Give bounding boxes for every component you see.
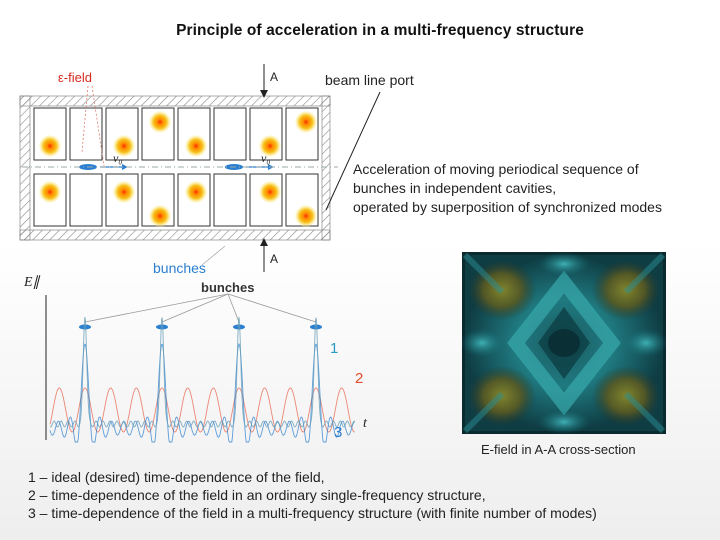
efield-spot [295,111,317,133]
bottom-wall [19,229,331,241]
description: Acceleration of moving periodical sequen… [353,160,662,217]
legend: 1 – ideal (desired) time-dependence of t… [28,468,597,522]
cavity-upper-5 [213,107,247,161]
bunches-leader [201,245,226,266]
efield-leader-1 [81,85,89,153]
efield-spot [259,181,281,203]
legend-item-3: 3 – time-dependence of the field in a mu… [28,505,597,521]
plot-bunches [79,324,322,330]
velocity-label-right: v₀ [261,151,271,165]
curve-1-label: 1 [330,340,339,357]
cavity-cells [33,107,319,227]
cross-section-image [462,252,666,434]
left-wall [19,95,31,241]
page-title: Principle of acceleration in a multi-fre… [176,22,584,39]
description-line-3: operated by superposition of synchronize… [353,199,662,215]
efield-spot [113,135,135,157]
plot-bunch-leader-2 [161,293,229,323]
efield-spot [39,181,61,203]
plot-bunch-3 [233,324,245,330]
efield-spot [185,181,207,203]
plane-a-bottom-label: A [270,252,279,266]
plot-bunch-2 [156,324,168,330]
plot-bunch-leader-3 [227,293,240,323]
x-axis-label: t [363,416,367,431]
plot-bunch-1 [79,324,91,330]
efield-spot [295,205,317,227]
plot-bunch-leader-4 [227,293,317,323]
curve-2-single-frequency [49,387,355,433]
y-axis-label: E∥ [24,275,40,290]
bunch-leaders [84,293,317,323]
description-line-1: Acceleration of moving periodical sequen… [353,161,639,177]
curve-1-ideal [49,316,356,428]
plot-bunch-leader-1 [84,293,229,323]
bunches-label-plot: bunches [201,280,255,295]
right-wall [321,95,331,241]
plane-a-top-label: A [270,70,279,84]
top-wall [19,95,331,107]
efield-leader-2 [91,85,105,167]
efield-spot [149,111,171,133]
efield-label: ε-field [58,70,92,85]
curve-2-label: 2 [355,370,364,387]
plane-a-bottom-arrowhead [260,238,268,246]
cross-section-caption: E-field in A-A cross-section [481,442,636,457]
velocity-arrowhead [122,164,128,170]
cavity-structure-diagram [19,64,381,272]
efield-spot [149,205,171,227]
curve-3-label: 3 [334,424,343,441]
velocity-label-left: v₀ [113,151,123,165]
legend-item-1: 1 – ideal (desired) time-dependence of t… [28,469,325,485]
efield-spot [39,135,61,157]
cavity-lower-1 [69,173,103,227]
beam-line-port-label: beam line port [325,72,414,88]
efield-spot [113,181,135,203]
legend-item-2: 2 – time-dependence of the field in an o… [28,487,486,503]
description-line-2: bunches in independent cavities, [353,180,557,196]
plane-a-top-arrowhead [260,90,268,98]
beam-port-leader [325,91,381,211]
efield-spot [185,135,207,157]
efield-spot [259,135,281,157]
cavity-lower-5 [213,173,247,227]
bunches-label-top: bunches [153,260,206,276]
plot-bunch-4 [310,324,322,330]
time-dependence-plot [45,293,356,443]
cavity-upper-1 [69,107,103,161]
